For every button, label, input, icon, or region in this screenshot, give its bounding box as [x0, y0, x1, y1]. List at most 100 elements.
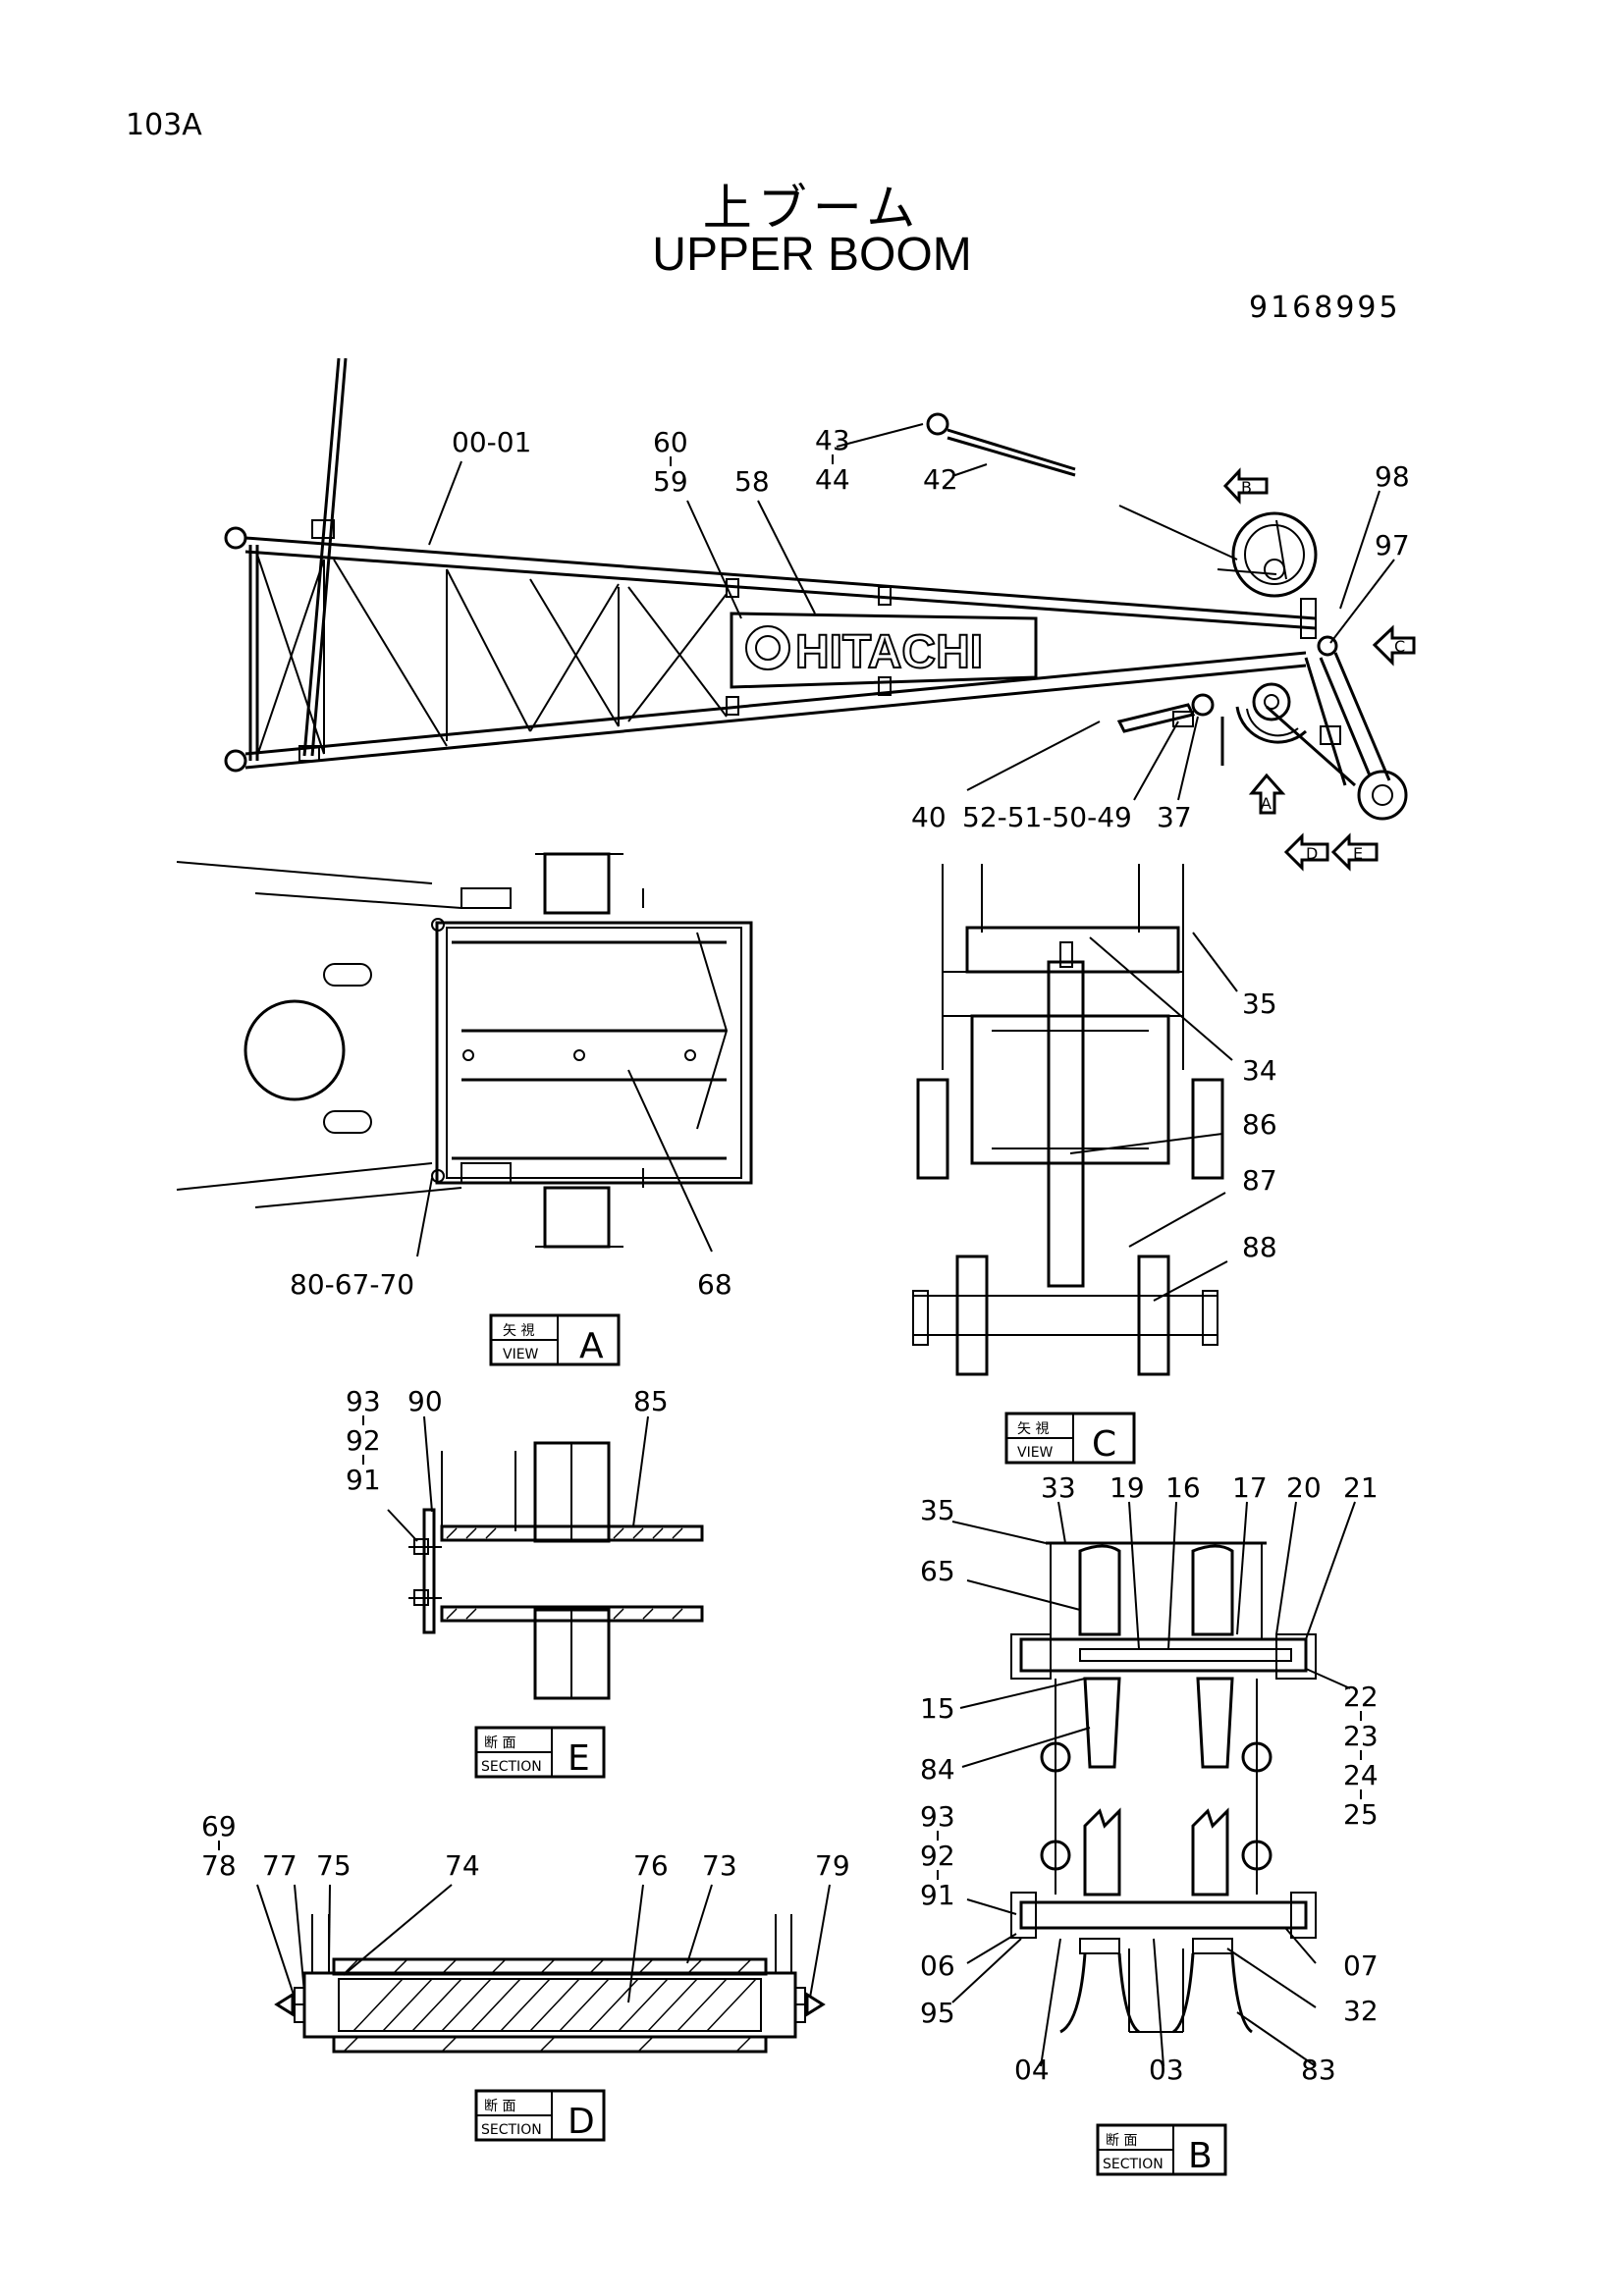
callout-35-section-b: 35	[920, 1494, 955, 1526]
svg-text:B: B	[1188, 2136, 1213, 2176]
logo-text: HITACHI	[795, 626, 983, 678]
callout-92-section-b: 92	[920, 1840, 955, 1872]
callout-17: 17	[1232, 1471, 1268, 1504]
callout-35-view-c: 35	[1242, 988, 1277, 1020]
view-arrow-a: A	[1248, 773, 1286, 815]
callout-83: 83	[1301, 2054, 1336, 2086]
callout-58: 58	[734, 465, 770, 498]
callout-97: 97	[1375, 529, 1410, 561]
callout-79: 79	[815, 1849, 850, 1882]
svg-text:SECTION: SECTION	[1103, 2157, 1164, 2172]
callout-91-section-b: 91	[920, 1879, 955, 1911]
title-english: UPPER BOOM	[652, 229, 972, 281]
upper-boom-side-view: HITACHI	[224, 357, 1416, 872]
callout-91-section-e: 91	[346, 1464, 381, 1496]
section-d-tag: 断 面 SECTION D	[474, 2089, 606, 2142]
svg-text:断 面: 断 面	[484, 1735, 515, 1751]
callout-24: 24	[1343, 1759, 1379, 1791]
svg-text:SECTION: SECTION	[481, 2122, 542, 2138]
callout-87: 87	[1242, 1164, 1277, 1197]
callout-00-01: 00-01	[452, 426, 531, 458]
callout-90: 90	[407, 1385, 443, 1417]
svg-text:断 面: 断 面	[1106, 2133, 1137, 2149]
callout-84: 84	[920, 1753, 955, 1786]
svg-text:断 面: 断 面	[484, 2099, 515, 2114]
callout-16: 16	[1165, 1471, 1201, 1504]
callout-77: 77	[262, 1849, 298, 1882]
callout-88: 88	[1242, 1231, 1277, 1263]
callout-04: 04	[1014, 2054, 1050, 2086]
callout-19: 19	[1110, 1471, 1145, 1504]
callout-98: 98	[1375, 460, 1410, 493]
callout-40: 40	[911, 801, 947, 833]
view-a-drawing: 80-67-70 68 矢 視 VIEW A	[176, 852, 753, 1366]
callout-65: 65	[920, 1555, 955, 1587]
hitachi-logo-plate: HITACHI	[730, 612, 1038, 689]
callout-20: 20	[1286, 1471, 1322, 1504]
callout-59: 59	[653, 465, 688, 498]
callout-03: 03	[1149, 2054, 1184, 2086]
page-code: 103A	[126, 108, 202, 142]
section-d-drawing: 69 78 77 75 74 76 73 79 断 面 SECTION D	[201, 1810, 850, 2142]
callout-43: 43	[815, 424, 850, 456]
view-a-tag: 矢 視 VIEW A	[489, 1313, 621, 1366]
callout-15: 15	[920, 1692, 955, 1725]
callout-80-67-70: 80-67-70	[290, 1268, 414, 1301]
callout-69: 69	[201, 1810, 237, 1842]
callout-95: 95	[920, 1997, 955, 2029]
callout-68: 68	[697, 1268, 732, 1301]
title-japanese: 上ブーム	[702, 180, 922, 237]
view-c-drawing: 35 34 86 87 88 矢 視 VIEW C	[912, 864, 1277, 1465]
view-arrow-d: D	[1283, 832, 1329, 872]
svg-text:C: C	[1394, 637, 1405, 656]
callout-86: 86	[1242, 1108, 1277, 1141]
callout-34: 34	[1242, 1054, 1277, 1087]
svg-text:A: A	[579, 1326, 604, 1366]
svg-text:B: B	[1241, 478, 1252, 497]
svg-text:D: D	[1306, 844, 1318, 863]
callout-73: 73	[702, 1849, 737, 1882]
callout-93-section-b: 93	[920, 1800, 955, 1833]
callout-44: 44	[815, 463, 850, 496]
callout-74: 74	[445, 1849, 480, 1882]
callout-42: 42	[923, 463, 958, 496]
callout-32: 32	[1343, 1995, 1379, 2027]
callout-37: 37	[1157, 801, 1192, 833]
svg-text:VIEW: VIEW	[503, 1347, 539, 1362]
callout-75: 75	[316, 1849, 352, 1882]
view-c-tag: 矢 視 VIEW C	[1004, 1412, 1136, 1465]
svg-text:VIEW: VIEW	[1017, 1445, 1054, 1461]
callout-76: 76	[633, 1849, 669, 1882]
svg-text:E: E	[568, 1738, 590, 1779]
callout-22: 22	[1343, 1681, 1379, 1713]
svg-text:E: E	[1353, 844, 1363, 863]
svg-text:D: D	[568, 2102, 595, 2142]
callout-23: 23	[1343, 1720, 1379, 1752]
callout-33: 33	[1041, 1471, 1076, 1504]
callout-07: 07	[1343, 1949, 1379, 1982]
callout-21: 21	[1343, 1471, 1379, 1504]
callout-92-section-e: 92	[346, 1424, 381, 1457]
callout-85: 85	[633, 1385, 669, 1417]
view-arrow-e: E	[1330, 832, 1379, 872]
callout-60: 60	[653, 426, 688, 458]
callout-78: 78	[201, 1849, 237, 1882]
view-arrow-c: C	[1372, 624, 1416, 667]
view-arrow-b: B	[1222, 467, 1269, 505]
callout-25: 25	[1343, 1798, 1379, 1831]
drawing-number: 9168995	[1249, 291, 1401, 325]
svg-text:矢 視: 矢 視	[1017, 1421, 1049, 1437]
svg-text:矢 視: 矢 視	[503, 1323, 534, 1339]
callout-06: 06	[920, 1949, 955, 1982]
svg-text:A: A	[1261, 794, 1272, 813]
section-e-tag: 断 面 SECTION E	[474, 1726, 606, 1779]
section-b-drawing: 35 33 19 16 17 20 21 65 15 84 22 23 24 2…	[920, 1471, 1379, 2176]
callout-52-51-50-49: 52-51-50-49	[962, 801, 1132, 833]
section-e-drawing: 93 92 91 90 85 断 面 SECTION E	[346, 1385, 704, 1779]
section-b-tag: 断 面 SECTION B	[1096, 2123, 1227, 2176]
svg-text:SECTION: SECTION	[481, 1759, 542, 1775]
callout-93-section-e: 93	[346, 1385, 381, 1417]
svg-text:C: C	[1092, 1424, 1116, 1465]
